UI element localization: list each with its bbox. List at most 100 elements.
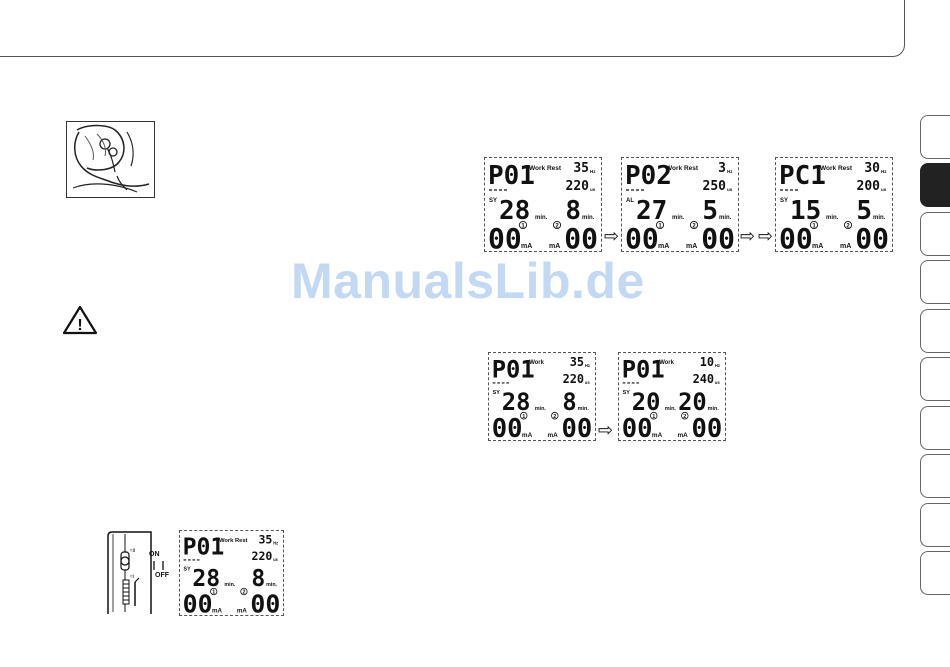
channel-2-indicator: 2 <box>843 220 853 229</box>
frequency-unit: Hz <box>590 169 596 174</box>
svg-text:2: 2 <box>683 414 686 420</box>
rest-time: 5 <box>702 196 718 226</box>
mode-label: Work Rest <box>666 165 699 172</box>
channel-1-unit: mA <box>652 432 663 439</box>
program-number: P01 <box>488 161 535 191</box>
page-header-frame <box>0 0 905 57</box>
rest-time-unit: min. <box>266 582 277 588</box>
pulse-width-value: 200 <box>857 179 881 194</box>
chapter-tab-2-active[interactable] <box>920 163 950 207</box>
frequency-value: 35 <box>573 161 589 176</box>
channel-1-indicator: 1 <box>210 587 218 596</box>
channel-2-intensity: 00 <box>561 414 592 440</box>
frequency-value: 35 <box>258 533 272 547</box>
svg-text:2: 2 <box>553 414 556 420</box>
channel-2-indicator: 2 <box>552 220 562 229</box>
channel-2-indicator: 2 <box>681 411 689 420</box>
program-number: P02 <box>625 161 672 191</box>
device-power-switch-illustration: ≈Ⅱ ≈Ⅰ ON OFF <box>105 530 177 615</box>
pulse-width-value: 220 <box>252 549 273 563</box>
frequency-unit: Hz <box>715 363 720 368</box>
chapter-tab-9[interactable] <box>920 503 950 547</box>
work-time: 28 <box>502 388 531 416</box>
mode-label: Work Rest <box>820 165 853 172</box>
pulse-width-unit: us <box>715 380 720 385</box>
rest-time-unit: min. <box>582 215 595 221</box>
rest-time: 5 <box>856 196 872 226</box>
pulse-width-value: 250 <box>703 179 727 194</box>
pulse-width-unit: us <box>585 380 590 385</box>
svg-text:1: 1 <box>212 590 215 596</box>
channel-2-unit: mA <box>677 432 688 439</box>
work-time-unit: min. <box>826 215 839 221</box>
arrow-right-icon: ⇨ <box>604 226 620 247</box>
rest-time-unit: min. <box>578 406 590 412</box>
channel-2-unit: mA <box>237 607 247 614</box>
channel-2-intensity: 00 <box>691 414 722 440</box>
channel-1-intensity: 00 <box>492 414 523 440</box>
chapter-tab-7[interactable] <box>920 406 950 450</box>
work-time: 28 <box>499 196 530 226</box>
work-time-unit: min. <box>672 215 685 221</box>
channel-2-unit: mA <box>686 243 697 250</box>
channel-mode: SY <box>623 390 631 396</box>
channel-mode: SY <box>780 198 788 204</box>
channel-1-indicator: 1 <box>650 411 658 420</box>
mode-label: Work Rest <box>529 165 562 172</box>
mode-label: Work <box>659 360 674 366</box>
program-number: PC1 <box>779 161 826 191</box>
work-time: 27 <box>636 196 667 226</box>
pulse-width-unit: us <box>273 557 278 562</box>
work-time-unit: min. <box>535 406 547 412</box>
channel-2-indicator: 2 <box>551 411 559 420</box>
chapter-tab-1[interactable] <box>920 115 950 159</box>
chapter-tab-6[interactable] <box>920 357 950 401</box>
chapter-tab-4[interactable] <box>920 260 950 304</box>
svg-text:ON: ON <box>149 551 160 558</box>
svg-text:1: 1 <box>652 414 655 420</box>
channel-mode: SY <box>184 567 192 573</box>
svg-text:OFF: OFF <box>155 572 170 579</box>
channel-1-unit: mA <box>521 243 532 250</box>
svg-text:2: 2 <box>692 223 696 229</box>
chapter-tab-8[interactable] <box>920 454 950 498</box>
pulse-width-value: 220 <box>566 179 590 194</box>
channel-mode: SY <box>489 198 497 204</box>
program-number: P01 <box>622 355 665 383</box>
work-time: 28 <box>192 565 220 592</box>
frequency-unit: Hz <box>585 363 590 368</box>
channel-2-intensity: 00 <box>250 589 280 615</box>
channel-mode: AL <box>626 198 634 204</box>
channel-2-indicator: 2 <box>240 587 248 596</box>
chapter-tab-10[interactable] <box>920 551 950 595</box>
pulse-width-unit: us <box>590 187 596 192</box>
rest-time: 8 <box>562 388 576 416</box>
rest-time: 8 <box>565 196 581 226</box>
pulse-width-unit: us <box>727 187 733 192</box>
svg-text:1: 1 <box>522 414 525 420</box>
channel-2-intensity: 00 <box>855 222 889 251</box>
frequency-value: 3 <box>718 161 726 176</box>
chapter-tab-3[interactable] <box>920 212 950 256</box>
watermark: ManualsLib.de <box>291 253 645 309</box>
rest-time-unit: min. <box>873 215 886 221</box>
frequency-unit: Hz <box>273 541 278 546</box>
frequency-unit: Hz <box>881 169 887 174</box>
svg-text:≈Ⅰ: ≈Ⅰ <box>130 574 134 580</box>
chapter-tab-5[interactable] <box>920 309 950 353</box>
pulse-width-value: 220 <box>563 372 584 386</box>
frequency-unit: Hz <box>727 169 733 174</box>
pulse-width-unit: us <box>881 187 887 192</box>
channel-2-indicator: 2 <box>689 220 699 229</box>
channel-2-unit: mA <box>840 243 851 250</box>
warning-icon: ! <box>62 305 98 335</box>
frequency-value: 10 <box>700 355 714 369</box>
program-number: P01 <box>183 533 225 560</box>
channel-1-intensity: 00 <box>622 414 653 440</box>
arrow-right-icon: ⇨ <box>598 420 614 441</box>
electrode-placement-illustration <box>66 121 155 198</box>
